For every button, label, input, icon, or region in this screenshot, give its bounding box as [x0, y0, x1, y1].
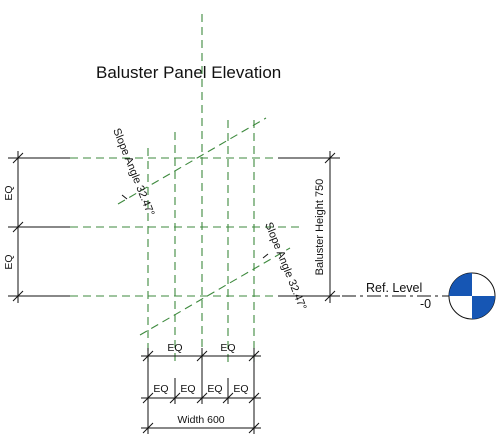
upper-slope-arc-icon	[121, 194, 128, 200]
lower-slope-arc-icon	[262, 253, 269, 259]
baluster-height-label: Baluster Height 750	[314, 179, 326, 276]
bottom-dimensions: EQ EQ EQ EQ EQ EQ Width 600	[141, 342, 261, 434]
top-row-left-eq-label: EQ	[167, 342, 182, 354]
bottom-row-eq-label-2: EQ	[180, 383, 195, 395]
upper-slope-reference-plane[interactable]	[117, 117, 267, 205]
baluster-height-dimension: Baluster Height 750	[278, 151, 340, 303]
lower-slope-reference-plane[interactable]	[139, 247, 291, 336]
upper-slope-angle-label: Slope Angle 32.47°	[110, 127, 156, 218]
left-bottom-eq-label: EQ	[3, 254, 15, 269]
top-row-right-eq-label: EQ	[220, 342, 235, 354]
drawing-title: Baluster Panel Elevation	[96, 63, 281, 82]
width-label: Width 600	[177, 414, 224, 426]
left-eq-dimension: EQ EQ	[3, 151, 70, 303]
bottom-row-eq-label-1: EQ	[153, 383, 168, 395]
left-top-eq-label: EQ	[3, 185, 15, 200]
reference-level: Ref. Level -0	[342, 272, 496, 320]
bottom-row-eq-label-4: EQ	[233, 383, 248, 395]
level-name[interactable]: Ref. Level	[366, 281, 422, 295]
level-target-icon[interactable]	[448, 272, 496, 320]
slope-angle-annotations: Slope Angle 32.47° Slope Angle 32.47°	[110, 127, 308, 312]
bottom-row-eq-label-3: EQ	[207, 383, 222, 395]
level-elevation: -0	[420, 297, 431, 311]
lower-slope-angle-label: Slope Angle 32.47°	[262, 221, 308, 312]
